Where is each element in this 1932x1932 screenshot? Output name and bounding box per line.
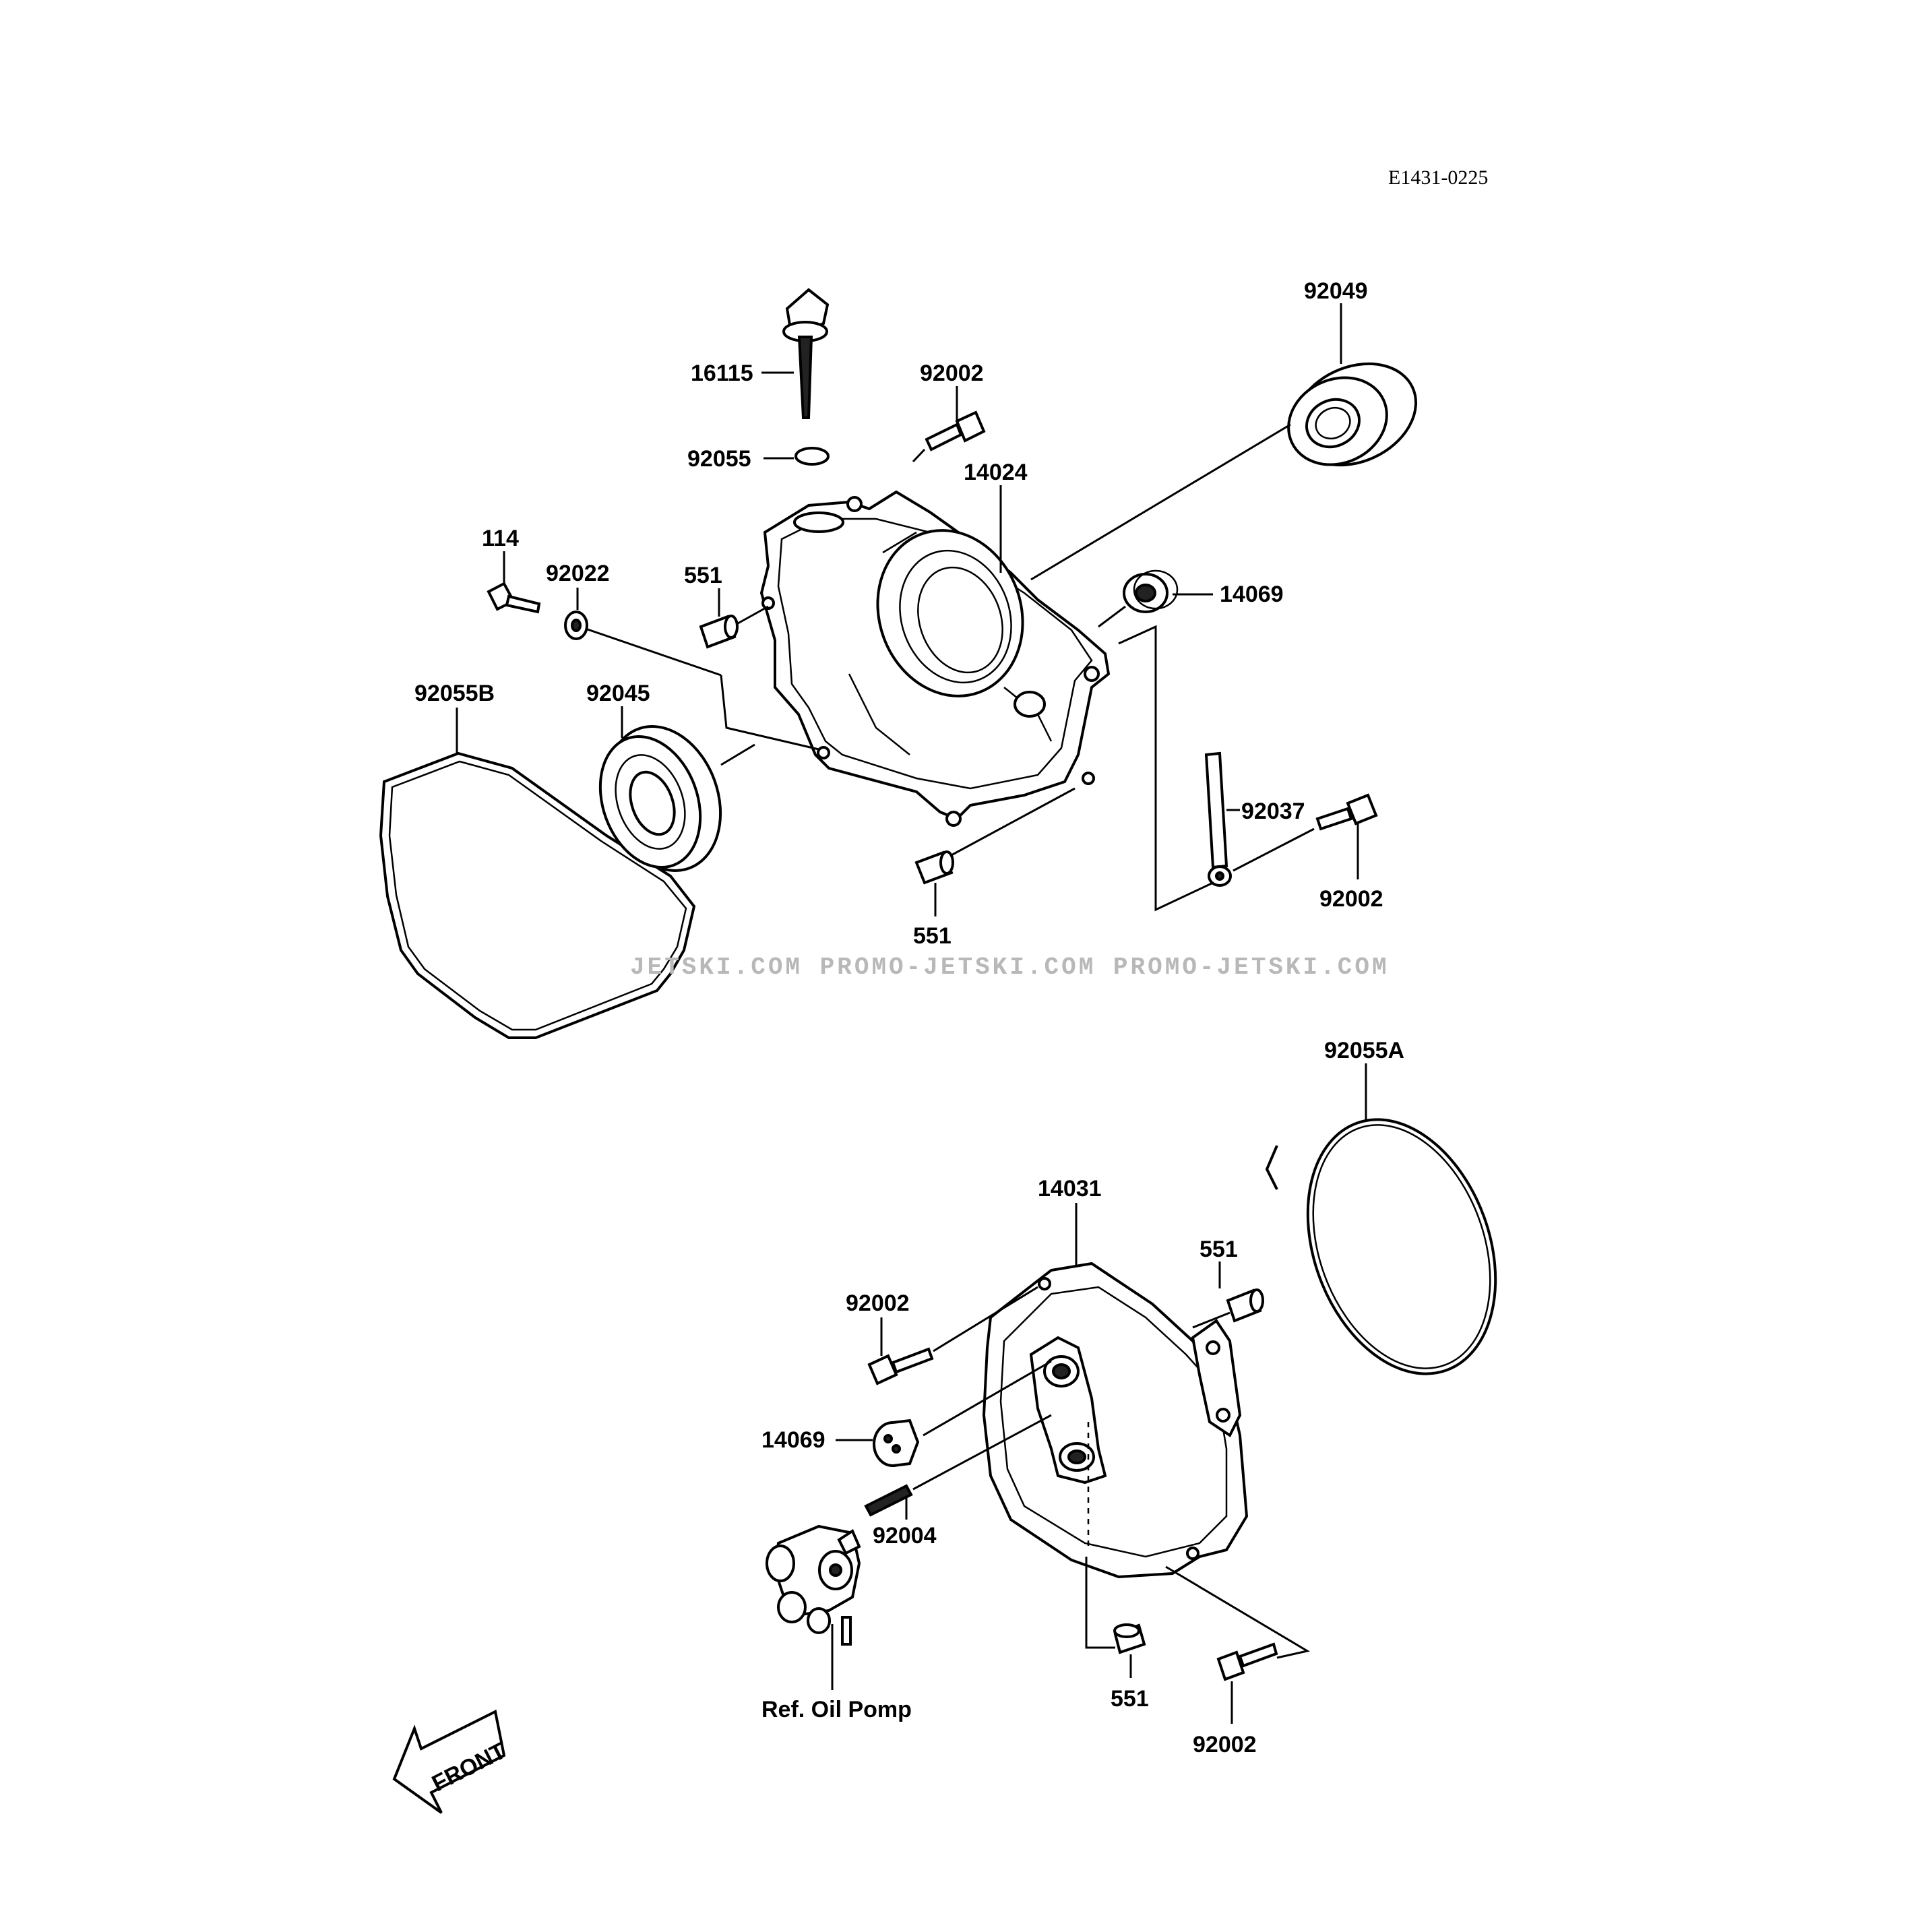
label-114: 114 bbox=[482, 526, 519, 551]
bolt-92002-top bbox=[925, 410, 986, 451]
o-ring-92055 bbox=[794, 447, 830, 466]
label-92002-left: 92002 bbox=[846, 1290, 910, 1316]
clamp-92037 bbox=[1204, 751, 1232, 887]
front-arrow: FRONT bbox=[392, 1710, 510, 1814]
label-551-right: 551 bbox=[1199, 1237, 1238, 1262]
oil-pump bbox=[766, 1524, 861, 1646]
label-14031: 14031 bbox=[1038, 1176, 1102, 1202]
bolt-92002-left bbox=[867, 1347, 934, 1385]
oil-seal-92049 bbox=[1287, 362, 1418, 467]
bushing-14069-bottom bbox=[873, 1419, 920, 1467]
label-92055A: 92055A bbox=[1324, 1038, 1404, 1063]
bushing-14069-top bbox=[1123, 569, 1179, 613]
ref-oil-pump-label: Ref. Oil Pomp bbox=[761, 1697, 912, 1722]
bolt-114 bbox=[487, 582, 541, 614]
label-92004: 92004 bbox=[873, 1523, 937, 1549]
label-92002-bottom: 92002 bbox=[1193, 1732, 1257, 1757]
dowel-551-top bbox=[699, 615, 739, 649]
plug-16115 bbox=[782, 288, 830, 419]
label-16115: 16115 bbox=[691, 361, 753, 386]
dowel-551-bottom bbox=[1113, 1623, 1146, 1654]
cover-14024 bbox=[759, 490, 1111, 827]
label-551-bottom: 551 bbox=[1111, 1686, 1149, 1712]
diagram-code: E1431-0225 bbox=[1388, 166, 1488, 189]
label-551-mid: 551 bbox=[913, 923, 952, 949]
label-14069-top: 14069 bbox=[1220, 582, 1284, 607]
bolt-92002-bottom bbox=[1216, 1642, 1278, 1681]
cover-14031 bbox=[982, 1261, 1249, 1579]
label-92055: 92055 bbox=[687, 446, 751, 472]
label-92037: 92037 bbox=[1241, 799, 1305, 824]
label-551-top: 551 bbox=[684, 563, 722, 588]
stud-92004 bbox=[864, 1484, 913, 1517]
gasket-92055B bbox=[379, 751, 696, 1039]
washer-92022 bbox=[564, 611, 588, 640]
bearing-92045 bbox=[598, 725, 722, 872]
label-14069-bottom: 14069 bbox=[761, 1427, 825, 1453]
dowel-551-mid bbox=[914, 850, 954, 885]
gasket-92055A bbox=[1265, 1118, 1497, 1375]
watermark: JETSKI.COM PROMO-JETSKI.COM PROMO-JETSKI… bbox=[630, 954, 1390, 981]
label-92002-right: 92002 bbox=[1319, 886, 1383, 912]
label-92022: 92022 bbox=[546, 561, 610, 586]
bolt-92002-right bbox=[1315, 793, 1378, 831]
label-14024: 14024 bbox=[964, 460, 1028, 485]
label-92049: 92049 bbox=[1304, 278, 1368, 304]
dowel-551-right bbox=[1226, 1288, 1264, 1323]
label-92055B: 92055B bbox=[414, 681, 495, 706]
label-92002-top: 92002 bbox=[920, 361, 984, 386]
label-92045: 92045 bbox=[586, 681, 650, 706]
